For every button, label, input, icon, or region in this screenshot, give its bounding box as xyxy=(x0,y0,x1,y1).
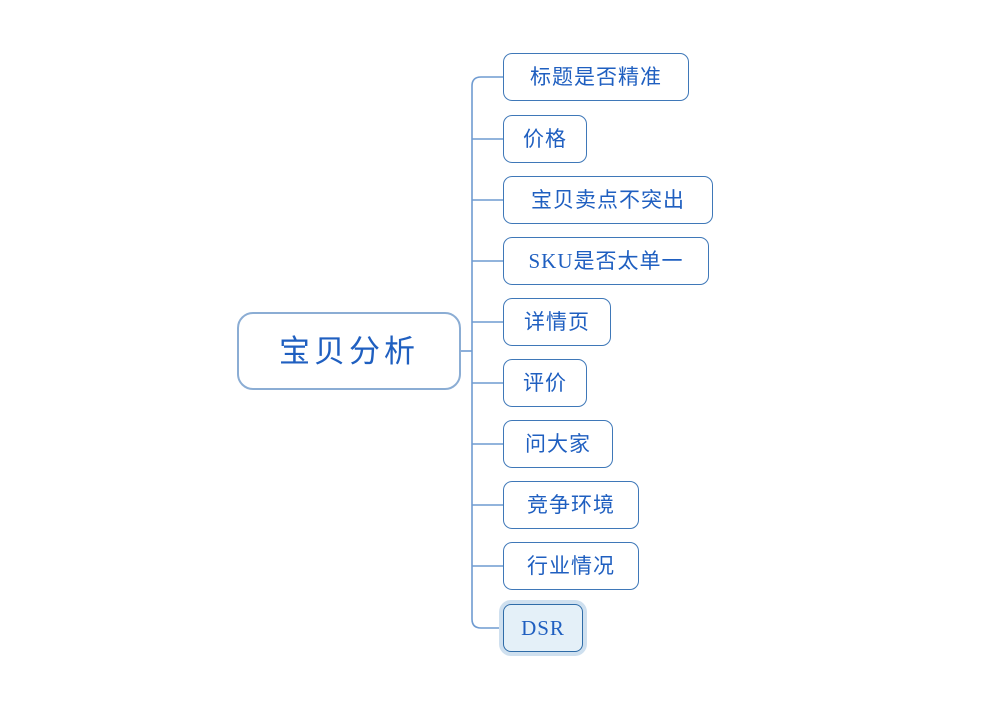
mindmap-node-label: 详情页 xyxy=(524,309,590,334)
mindmap-node-3[interactable]: 宝贝卖点不突出 xyxy=(503,176,713,224)
root-node-label: 宝贝分析 xyxy=(279,333,419,369)
mindmap-node-8[interactable]: 竞争环境 xyxy=(503,481,639,529)
mindmap-node-2[interactable]: 价格 xyxy=(503,115,587,163)
mindmap-node-label: 宝贝卖点不突出 xyxy=(531,187,685,212)
mindmap-node-6[interactable]: 评价 xyxy=(503,359,587,407)
mindmap-node-label: 问大家 xyxy=(525,431,591,456)
mindmap-node-10[interactable]: DSR xyxy=(503,604,583,652)
mindmap-node-label: SKU是否太单一 xyxy=(528,248,684,273)
mindmap-node-5[interactable]: 详情页 xyxy=(503,298,611,346)
mindmap-node-label: 价格 xyxy=(523,126,567,151)
mindmap-node-7[interactable]: 问大家 xyxy=(503,420,613,468)
mindmap-node-label: 评价 xyxy=(523,370,567,395)
mindmap-node-label: DSR xyxy=(521,615,565,640)
mindmap-node-label: 行业情况 xyxy=(527,553,615,578)
mindmap-node-label: 竞争环境 xyxy=(527,492,615,517)
mindmap-node-label: 标题是否精准 xyxy=(530,64,662,89)
mindmap-node-9[interactable]: 行业情况 xyxy=(503,542,639,590)
mindmap-node-4[interactable]: SKU是否太单一 xyxy=(503,237,709,285)
branch-connector-10 xyxy=(471,618,503,629)
branch-connector-1 xyxy=(471,76,503,87)
root-node[interactable]: 宝贝分析 xyxy=(237,312,461,390)
mindmap-node-1[interactable]: 标题是否精准 xyxy=(503,53,689,101)
